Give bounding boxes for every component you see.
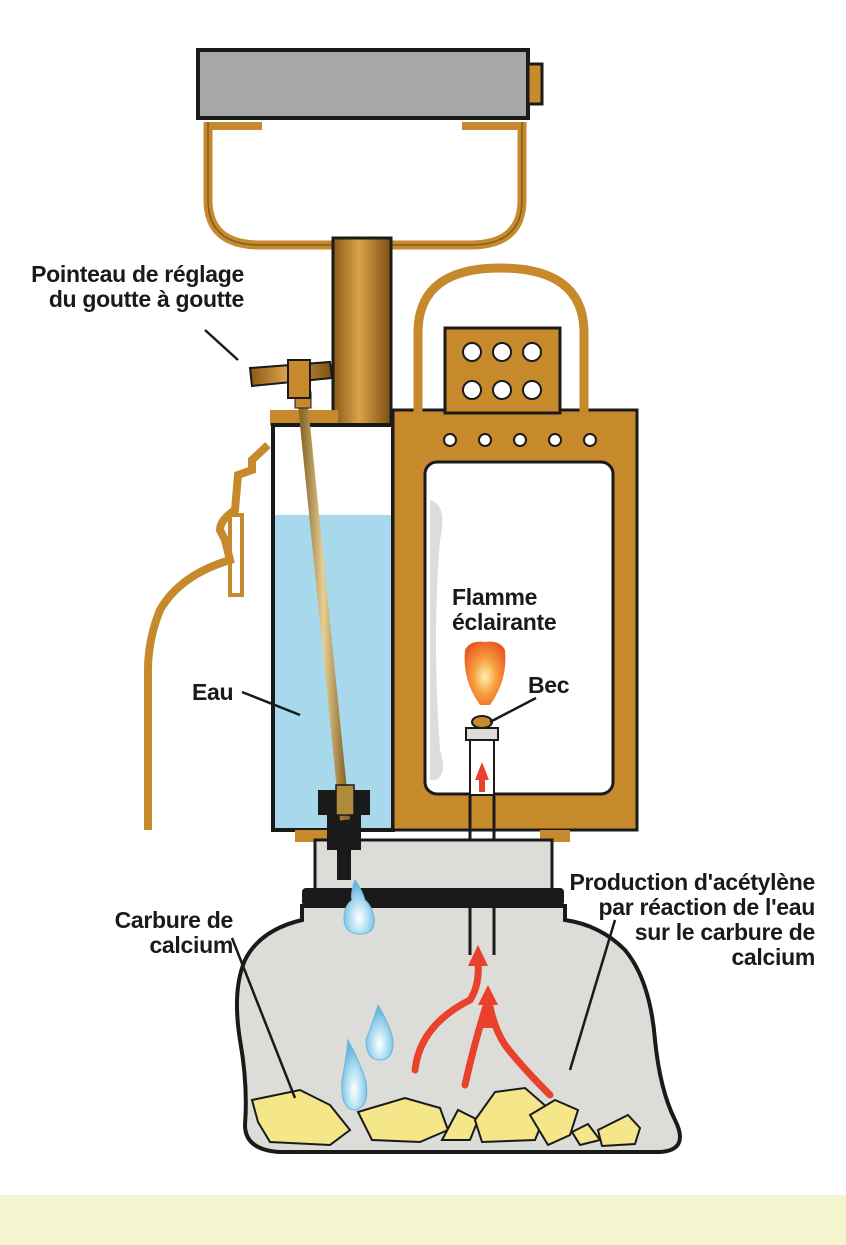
brass-column: [331, 236, 393, 428]
burner-nozzle: [465, 715, 499, 796]
carbide-label: Carbure de calcium: [95, 907, 234, 958]
burner-label: Bec: [528, 672, 570, 698]
flame: [464, 641, 506, 705]
carbide-label-line-1: Carbure de: [114, 907, 234, 933]
production-label-line-2: par réaction de l'eau: [598, 894, 816, 920]
needle-label: Pointeau de réglage du goutte à goutte: [22, 262, 244, 312]
handle-bracket: [228, 513, 244, 597]
production-label-line-1: Production d'acétylène: [569, 869, 815, 895]
lantern-body: [391, 408, 639, 832]
water-label: Eau: [192, 679, 234, 705]
needle-label-line-1: Pointeau de réglage: [31, 261, 244, 287]
adjusting-needle: [248, 359, 355, 821]
needle-label-line-2: du goutte à goutte: [48, 286, 244, 312]
gas-arrowheads: [468, 945, 498, 1028]
production-label: Production d'acétylène par réaction de l…: [560, 870, 815, 970]
sealing-ring: [302, 888, 564, 906]
lantern-window: [423, 460, 615, 796]
carbide-label-line-2: calcium: [149, 932, 233, 958]
hanging-hook: [196, 48, 544, 250]
carbide-lumps: [250, 1086, 642, 1148]
reflector: [430, 500, 444, 780]
flame-label: Flamme éclairante: [452, 584, 557, 635]
gas-arrows: [411, 956, 554, 1099]
production-label-line-3: sur le carbure de: [634, 919, 816, 945]
flame-label-line-1: Flamme: [452, 584, 538, 610]
water-reservoir: [271, 423, 395, 832]
burner-label-line-1: Bec: [528, 672, 570, 698]
leader-lines: [204, 329, 617, 1099]
water-drops: [341, 878, 394, 1111]
gas-flow-arrow: [475, 762, 489, 780]
page-footer-band: [0, 1195, 846, 1240]
water-label-line-1: Eau: [192, 679, 234, 705]
production-label-line-4: calcium: [731, 944, 815, 970]
top-handle: [413, 263, 589, 412]
chimney: [413, 263, 589, 415]
flame-label-line-2: éclairante: [452, 609, 557, 635]
vent-holes: [443, 433, 597, 447]
